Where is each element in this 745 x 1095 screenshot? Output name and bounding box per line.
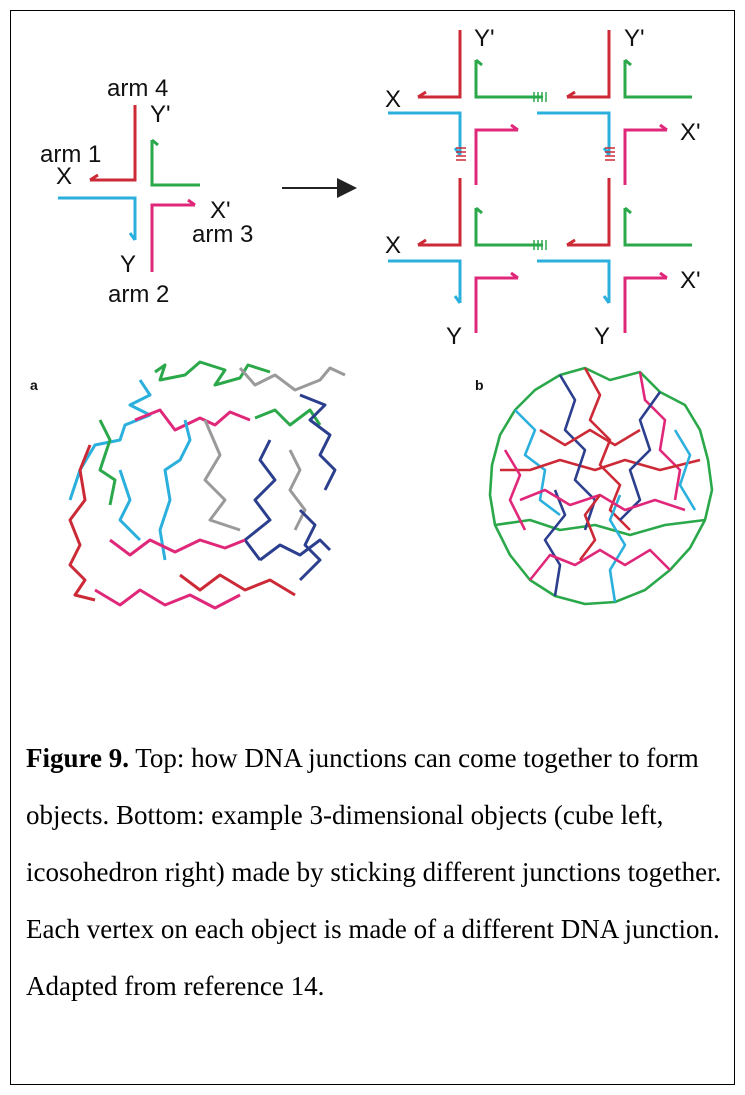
lattice-y-1: Y [446, 323, 462, 350]
caption-label: Figure 9. [26, 743, 129, 773]
lattice-strand-red [418, 178, 462, 247]
junction-strand-blue [58, 196, 137, 240]
figure-frame [10, 10, 735, 1085]
x-label: X [56, 163, 72, 190]
lattice-strand-red [418, 30, 462, 99]
lattice-strand-blue [388, 259, 462, 303]
lattice-strand-red [567, 30, 611, 99]
dna-cube [68, 360, 346, 610]
figure-caption: Figure 9. Top: how DNA junctions can com… [26, 730, 726, 1015]
lattice-strand-magenta [623, 128, 667, 185]
arm2-label: arm 2 [108, 281, 169, 308]
lattice-strand-magenta [623, 276, 667, 333]
lattice-strand-magenta [474, 276, 518, 333]
arm4-label: arm 4 [107, 75, 168, 102]
lattice-x-1: X [385, 86, 401, 113]
junction-strand-magenta [150, 203, 195, 272]
arm1-label: arm 1 [40, 141, 101, 168]
lattice-strand-blue [537, 111, 611, 155]
dna-icosahedron [488, 366, 714, 606]
lattice-strand-blue [537, 259, 611, 303]
lattice-x-2: X [385, 232, 401, 259]
y-prime-label: Y' [150, 101, 171, 128]
lattice-strand-magenta [474, 128, 518, 185]
x-prime-label: X' [210, 197, 231, 224]
lattice-strand-green [474, 60, 543, 99]
y-label: Y [120, 251, 136, 278]
lattice-strand-red [567, 178, 611, 247]
arm3-label: arm 3 [192, 221, 253, 248]
lattice-x-prime-1: X' [680, 119, 701, 146]
panel-b-label: b [475, 377, 484, 393]
lattice-strand-green [474, 208, 543, 247]
panel-a-label: a [30, 377, 38, 393]
lattice-y-2: Y [594, 323, 610, 350]
lattice-strand-green [623, 60, 692, 99]
single-junction [58, 105, 200, 272]
junction-strand-red [90, 105, 137, 182]
figure-illustration: arm 4 Y' arm 1 X X' arm 3 Y arm 2 Y' Y' … [30, 25, 714, 610]
junction-strand-green [150, 140, 200, 187]
lattice-strand-green [623, 208, 692, 247]
lattice-strand-blue [388, 111, 462, 155]
lattice-x-prime-2: X' [680, 267, 701, 294]
lattice-y-prime-1: Y' [474, 25, 495, 52]
junction-lattice [388, 30, 692, 333]
caption-text: Top: how DNA junctions can come together… [26, 743, 722, 1001]
lattice-y-prime-2: Y' [624, 25, 645, 52]
